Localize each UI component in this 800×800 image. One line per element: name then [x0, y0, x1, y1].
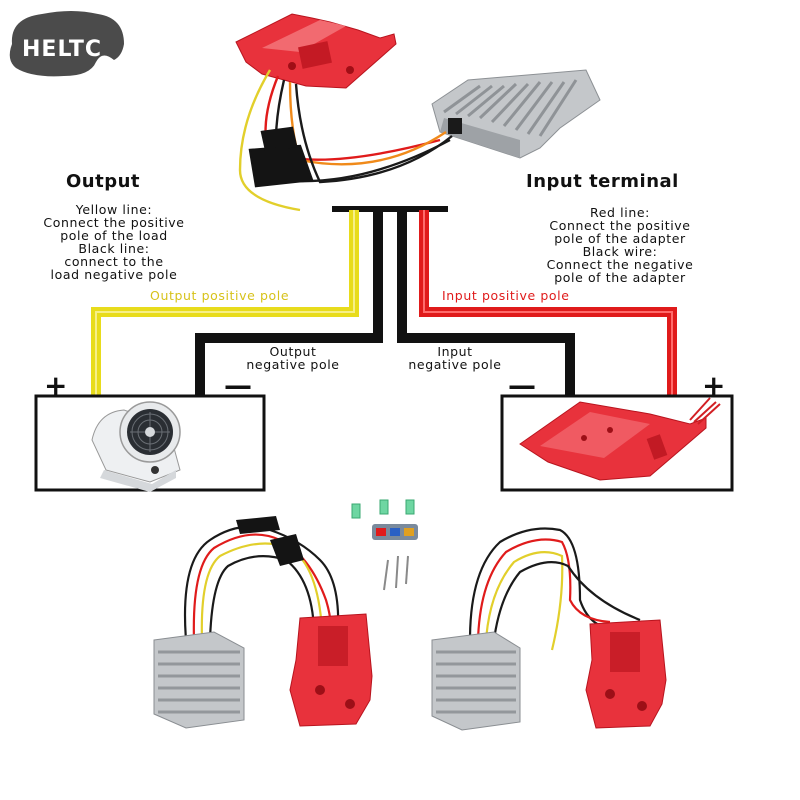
output-line-6: load negative pole — [50, 267, 178, 282]
input-heading: Input terminal — [526, 171, 679, 192]
logo-text: HELTC — [22, 37, 102, 62]
input-line-1: Red line: — [590, 205, 650, 220]
load-plus-sign: + — [44, 369, 68, 402]
input-negative-wire — [397, 210, 575, 396]
bottom-left-assembly-icon — [153, 516, 373, 729]
wire-junction-bar — [332, 206, 448, 212]
load-minus-sign: — — [224, 369, 252, 402]
accessories-icon — [351, 499, 418, 591]
output-line-1: Yellow line: — [75, 202, 153, 217]
top-wire-bundle — [238, 69, 453, 212]
battery-adapter-icon — [519, 397, 721, 481]
output-line-5: connect to the — [64, 254, 164, 269]
adapter-plus-sign: + — [702, 369, 726, 402]
fan-icon — [91, 401, 181, 492]
input-positive-label: Input positive pole — [442, 288, 570, 303]
output-negative-label-1: Output — [269, 344, 317, 359]
output-heading: Output — [66, 171, 141, 192]
logo-badge-icon — [9, 11, 124, 77]
input-line-5: Connect the negative — [546, 257, 694, 272]
top-converter-icon — [431, 69, 601, 159]
input-negative-label-2: negative pole — [408, 357, 502, 372]
output-line-2: Connect the positive — [43, 215, 185, 230]
output-line-3: pole of the load — [60, 228, 168, 243]
brand-logo: HELTC — [2, 4, 126, 78]
input-line-6: pole of the adapter — [554, 270, 686, 285]
output-positive-label: Output positive pole — [150, 288, 290, 303]
output-line-4: Black line: — [78, 241, 150, 256]
output-negative-label-2: negative pole — [246, 357, 340, 372]
input-line-4: Black wire: — [582, 244, 658, 259]
top-battery-adapter-icon — [235, 13, 397, 89]
bottom-right-assembly-icon — [431, 527, 667, 731]
input-line-2: Connect the positive — [549, 218, 691, 233]
input-negative-label-1: Input — [437, 344, 473, 359]
input-line-3: pole of the adapter — [554, 231, 686, 246]
output-negative-wire — [195, 210, 383, 396]
adapter-minus-sign: — — [508, 369, 536, 402]
